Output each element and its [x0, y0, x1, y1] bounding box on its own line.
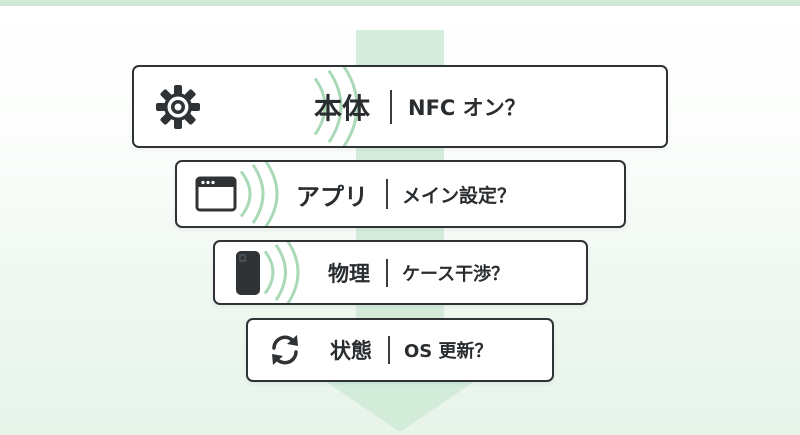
check-step-physical: 物理 ケース干渉？ — [213, 240, 588, 305]
step-category-label: 本体 — [314, 91, 371, 125]
divider — [388, 336, 390, 364]
divider — [386, 179, 388, 209]
step-category-label: 状態 — [330, 339, 372, 363]
app-window-icon — [195, 174, 237, 214]
phone-case-icon — [235, 250, 261, 296]
divider — [386, 258, 388, 287]
gear-icon — [154, 83, 202, 131]
check-step-device: 本体 NFC オン？ — [132, 65, 668, 148]
check-step-status: 状態 OS 更新？ — [246, 318, 554, 382]
divider — [390, 89, 393, 124]
top-accent-band — [0, 0, 800, 6]
step-question-label: NFC オン？ — [408, 95, 526, 120]
step-question-label: ケース干渉？ — [402, 263, 510, 285]
nfc-wave-decoration — [313, 67, 359, 146]
nfc-wave-decoration — [239, 162, 279, 226]
step-question-label: OS 更新？ — [404, 341, 493, 362]
step-category-label: 物理 — [328, 261, 370, 286]
nfc-wave-decoration — [263, 242, 300, 303]
refresh-icon — [266, 331, 304, 369]
step-category-label: アプリ — [296, 182, 368, 211]
check-step-app: アプリ メイン設定？ — [175, 160, 626, 228]
step-question-label: メイン設定？ — [402, 184, 517, 207]
